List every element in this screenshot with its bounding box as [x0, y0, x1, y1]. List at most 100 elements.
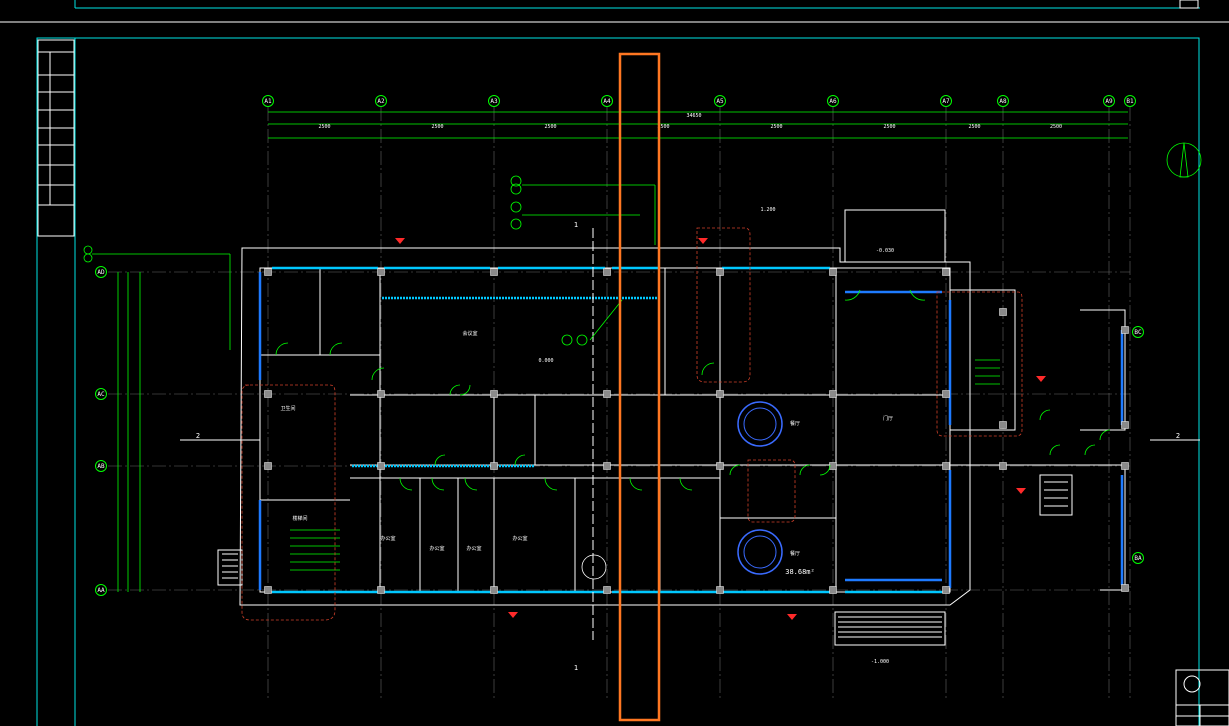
north-arrow-icon — [1166, 142, 1202, 178]
section-marks: 2 2 1 1 — [180, 221, 1200, 672]
grid-bubble-bc: BC — [1132, 326, 1144, 338]
room-label: 门厅 — [883, 415, 893, 422]
svg-text:A3: A3 — [490, 98, 498, 105]
top-dim-5: 2500 — [770, 124, 782, 130]
column — [603, 390, 611, 398]
section-mark-left: 2 — [196, 432, 200, 440]
revision-clouds — [241, 227, 1023, 621]
left-title-block — [37, 39, 75, 237]
top-dim-2: 2500 — [431, 124, 443, 130]
column — [264, 390, 272, 398]
svg-text:A6: A6 — [829, 98, 837, 105]
room-label: 办公室 — [429, 545, 444, 552]
grid-bubble-b1: B1 — [1124, 95, 1136, 107]
bottom-title-block — [1175, 669, 1229, 726]
callout-leaders — [83, 175, 656, 350]
svg-text:A1: A1 — [264, 98, 272, 105]
right-grid-bubbles: BC BA — [1132, 326, 1144, 564]
room-label: 会议室 — [462, 330, 477, 337]
svg-text:A7: A7 — [942, 98, 950, 105]
column — [1121, 584, 1129, 592]
grid-bubble-a5: A5 — [714, 95, 726, 107]
column — [603, 462, 611, 470]
svg-text:A9: A9 — [1105, 98, 1113, 105]
column — [1121, 326, 1129, 334]
room-label: 卫生间 — [280, 405, 295, 412]
column — [999, 421, 1007, 429]
elevation-main-label: 0.000 — [538, 358, 553, 364]
column — [829, 462, 837, 470]
column — [377, 268, 385, 276]
svg-text:AA: AA — [97, 587, 105, 594]
top-dim-4: 2500 — [657, 124, 669, 130]
room-labels: 卫生间会议室办公室办公室办公室办公室楼梯间餐厅餐厅门厅 — [280, 330, 893, 557]
column — [942, 268, 950, 276]
left-grid-bubbles: AD AC AB AA — [95, 266, 107, 596]
grid-bubble-ad: AD — [95, 266, 107, 278]
svg-text:AB: AB — [97, 463, 105, 470]
svg-text:BA: BA — [1134, 555, 1142, 562]
room-label: 楼梯间 — [292, 515, 307, 522]
room-label: 餐厅 — [790, 550, 800, 557]
grid-bubble-a2: A2 — [375, 95, 387, 107]
column — [377, 462, 385, 470]
top-dim-7: 2500 — [968, 124, 980, 130]
grid-bubble-a8: A8 — [997, 95, 1009, 107]
column — [942, 462, 950, 470]
grid-bubble-aa: AA — [95, 584, 107, 596]
column — [942, 390, 950, 398]
top-dim-6: 2500 — [883, 124, 895, 130]
left-dimension-chain — [117, 272, 141, 592]
column — [942, 586, 950, 594]
round-tables — [581, 401, 783, 580]
cut-label-top: 1 — [574, 221, 578, 229]
highlight-box — [618, 52, 661, 722]
column — [716, 586, 724, 594]
svg-text:A5: A5 — [716, 98, 724, 105]
grid-bubble-a7: A7 — [940, 95, 952, 107]
grid-bubble-a9: A9 — [1103, 95, 1115, 107]
column — [264, 586, 272, 594]
svg-text:B1: B1 — [1126, 98, 1134, 105]
column — [264, 268, 272, 276]
column — [999, 462, 1007, 470]
grid-bubble-ac: AC — [95, 388, 107, 400]
room-label: 办公室 — [512, 535, 527, 542]
svg-text:AC: AC — [97, 391, 105, 398]
stairs — [217, 359, 1073, 646]
top-total-dim: 34650 — [686, 113, 701, 119]
column — [490, 586, 498, 594]
room-label: 办公室 — [466, 545, 481, 552]
top-dim-1: 2500 — [318, 124, 330, 130]
grid-bubble-a4: A4 — [601, 95, 613, 107]
door-swings — [275, 289, 1111, 491]
svg-text:A8: A8 — [999, 98, 1007, 105]
column — [1121, 462, 1129, 470]
svg-text:A4: A4 — [603, 98, 611, 105]
grid-bubble-ba: BA — [1132, 552, 1144, 564]
column — [603, 268, 611, 276]
column — [716, 268, 724, 276]
room-label: 餐厅 — [790, 420, 800, 427]
column — [716, 462, 724, 470]
column — [490, 268, 498, 276]
cut-label-bottom: 1 — [574, 664, 578, 672]
elevation-top-label: 1.200 — [760, 207, 775, 213]
grid-bubble-a1: A1 — [262, 95, 274, 107]
top-grid-bubbles: A1 A2 A3 A4 A5 A6 A7 A8 A9 B1 — [262, 95, 1136, 107]
svg-text:AD: AD — [97, 269, 105, 276]
column — [603, 586, 611, 594]
top-dim-8: 2500 — [1050, 124, 1062, 130]
elevation-markers: 1.200 0.000 -0.030 -1.000 — [395, 207, 1046, 665]
column — [829, 586, 837, 594]
structural-columns — [264, 268, 1129, 594]
column — [264, 462, 272, 470]
column — [1121, 421, 1129, 429]
column — [829, 390, 837, 398]
elevation-low-label: -1.000 — [871, 659, 889, 665]
column — [490, 462, 498, 470]
column — [829, 268, 837, 276]
